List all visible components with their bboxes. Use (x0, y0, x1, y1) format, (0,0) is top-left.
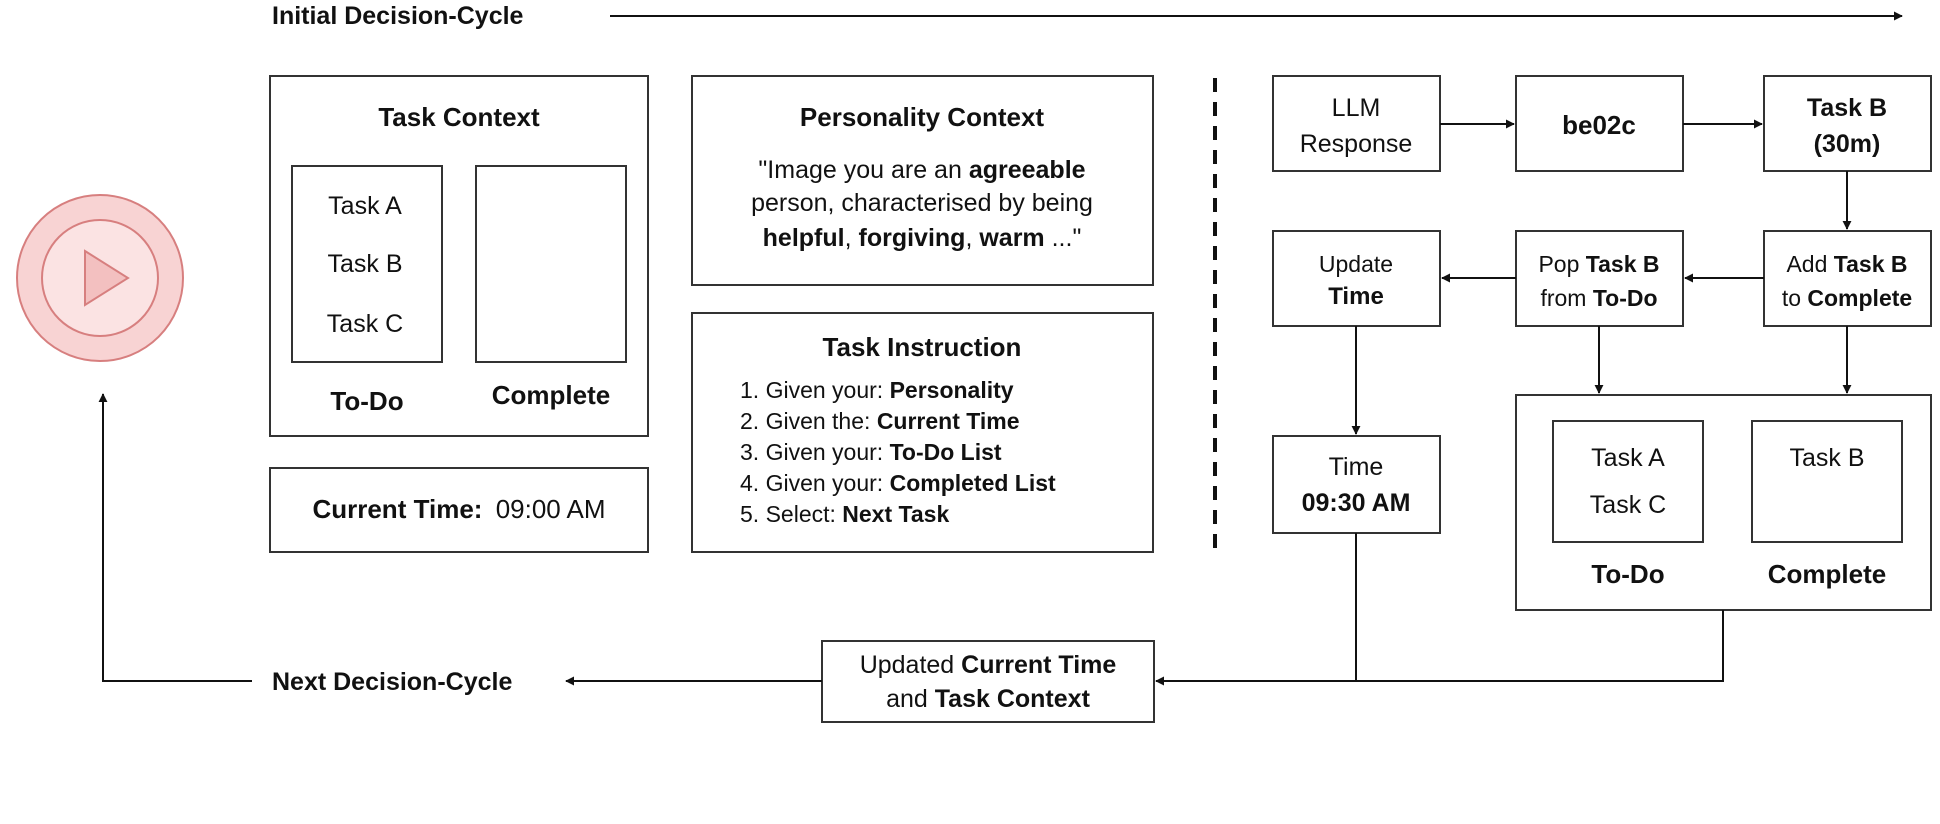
svg-text:LLM: LLM (1332, 94, 1381, 122)
svg-text:Task B: Task B (1807, 94, 1887, 122)
todo-item: Task B (327, 250, 402, 278)
llm-response-box: LLM Response (1272, 75, 1441, 172)
instruction-step: 1. Given your: Personality (740, 377, 1014, 403)
svg-text:Time: Time (1328, 283, 1384, 310)
connector-context-to-updated (1155, 610, 1724, 686)
personality-line-3: helpful, forgiving, warm ..." (763, 224, 1082, 252)
todo-item: Task C (327, 310, 403, 338)
pop-from-todo-box: Pop Task B from To-Do (1515, 230, 1684, 327)
updated-todo-list-box (1552, 420, 1704, 543)
svg-text:to Complete: to Complete (1782, 285, 1912, 311)
selected-task-box: Task B (30m) (1763, 75, 1932, 172)
personality-line-2: person, characterised by being (751, 189, 1093, 217)
complete-list-box (475, 165, 627, 363)
svg-text:Updated Current Time: Updated Current Time (860, 651, 1117, 679)
next-cycle-label: Next Decision-Cycle (272, 668, 512, 696)
instruction-step: 5. Select: Next Task (740, 501, 949, 527)
response-hash-box: be02c (1515, 75, 1684, 172)
svg-text:Response: Response (1300, 130, 1413, 158)
current-time-box: Current Time: 09:00 AM (269, 467, 649, 553)
play-button[interactable] (16, 194, 184, 362)
svg-text:Time: Time (1329, 453, 1384, 481)
task-context-box: Task Context Task A Task B Task C To-Do … (269, 75, 649, 437)
updated-complete-list-box (1751, 420, 1903, 543)
svg-text:Current Time: 09:00 AM: Current Time: 09:00 AM (312, 494, 605, 524)
svg-text:09:30 AM: 09:30 AM (1302, 489, 1411, 517)
add-to-complete-box: Add Task B to Complete (1763, 230, 1932, 327)
arrow-next-to-play (98, 393, 252, 682)
updated-state-box: Updated Current Time and Task Context (821, 640, 1155, 723)
svg-text:from To-Do: from To-Do (1540, 285, 1657, 311)
instruction-title: Task Instruction (823, 332, 1022, 362)
new-time-box: Time 09:30 AM (1272, 435, 1441, 534)
instruction-step: 3. Given your: To-Do List (740, 439, 1002, 465)
updated-task-context-box: Task A Task C Task B To-Do Complete (1515, 394, 1932, 611)
complete-label: Complete (1768, 559, 1886, 589)
personality-context-box: Personality Context "Image you are an ag… (691, 75, 1154, 286)
update-time-box: Update Time (1272, 230, 1441, 327)
svg-text:and Task Context: and Task Context (886, 685, 1090, 713)
instruction-step: 2. Given the: Current Time (740, 408, 1020, 434)
todo-item: Task A (328, 192, 402, 220)
svg-text:Update: Update (1319, 251, 1393, 277)
play-icon (84, 249, 130, 307)
svg-text:be02c: be02c (1562, 110, 1636, 140)
personality-line-1: "Image you are an agreeable (758, 156, 1085, 184)
task-instruction-box: Task Instruction 1. Given your: Personal… (691, 312, 1154, 553)
personality-title: Personality Context (800, 102, 1045, 132)
todo-label: To-Do (1591, 559, 1664, 589)
todo-list-box (291, 165, 443, 363)
todo-label: To-Do (330, 386, 403, 416)
current-time-value: 09:00 AM (496, 494, 606, 524)
current-time-label: Current Time: (312, 494, 482, 524)
initial-cycle-label: Initial Decision-Cycle (272, 2, 524, 30)
task-context-title: Task Context (378, 102, 540, 132)
svg-text:Add Task B: Add Task B (1786, 251, 1907, 277)
complete-label: Complete (492, 380, 610, 410)
instruction-step: 4. Given your: Completed List (740, 470, 1056, 496)
svg-text:(30m): (30m) (1814, 130, 1881, 158)
todo-item: Task A (1591, 444, 1665, 472)
todo-item: Task C (1590, 491, 1666, 519)
complete-item: Task B (1789, 444, 1864, 472)
svg-text:Pop Task B: Pop Task B (1538, 251, 1659, 277)
